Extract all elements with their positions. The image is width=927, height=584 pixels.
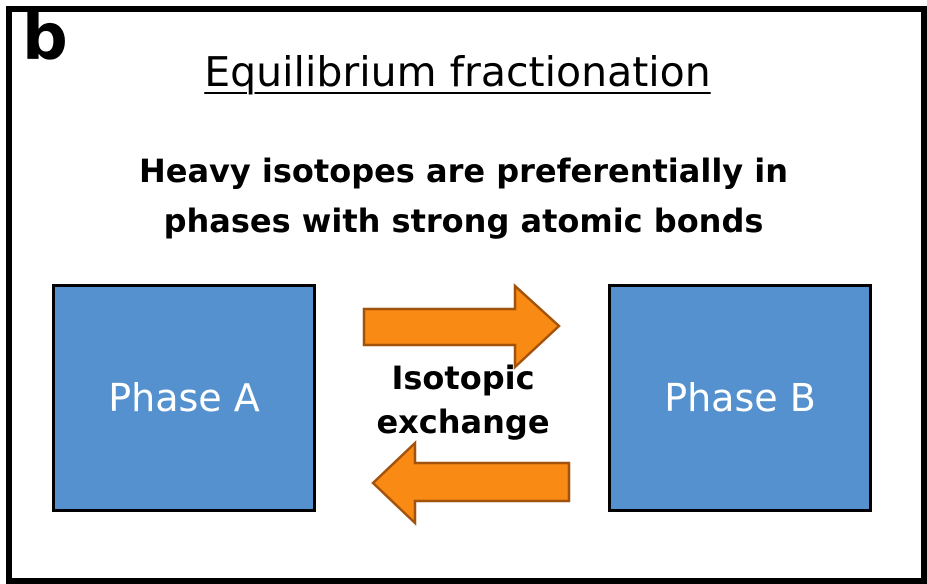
exchange-line-2: exchange — [376, 403, 550, 441]
phase-a-label: Phase A — [108, 376, 260, 420]
right-arrow-icon — [362, 283, 561, 370]
diagram-title-text: Equilibrium fractionation — [204, 48, 711, 96]
diagram-subtitle: Heavy isotopes are preferentially in pha… — [0, 146, 927, 246]
phase-a-box: Phase A — [52, 284, 316, 512]
phase-b-box: Phase B — [608, 284, 872, 512]
subtitle-line-1: Heavy isotopes are preferentially in — [138, 152, 789, 190]
panel-label: b — [22, 1, 68, 75]
left-arrow-icon — [371, 440, 571, 526]
phase-b-label: Phase B — [664, 376, 816, 420]
exchange-line-1: Isotopic — [391, 359, 535, 397]
subtitle-line-2: phases with strong atomic bonds — [163, 202, 764, 240]
isotopic-exchange-label: Isotopic exchange — [363, 356, 563, 444]
diagram-title: Equilibrium fractionation — [0, 52, 915, 93]
